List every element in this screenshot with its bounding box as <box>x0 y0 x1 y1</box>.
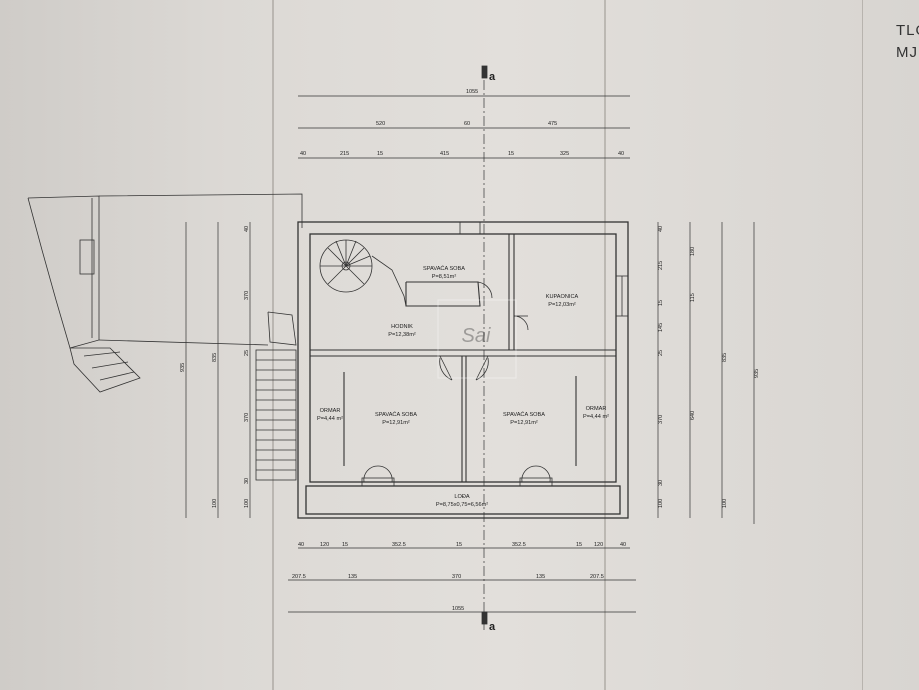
dim-left-part: 370 <box>244 413 250 422</box>
dim-top-3: 15 <box>377 151 383 157</box>
interior-walls <box>310 234 616 482</box>
dim-bottom-1: 352.5 <box>392 542 406 548</box>
dim-right-col4: 935 <box>754 369 760 378</box>
dim-bottom-1: 15 <box>576 542 582 548</box>
dim-right-part: 100 <box>658 499 664 508</box>
room-area: P=12,38m² <box>388 332 416 338</box>
dim-top-3: 325 <box>560 151 569 157</box>
dim-bottom-1: 352.5 <box>512 542 526 548</box>
section-label-top: a <box>489 71 496 83</box>
dim-top-2: 475 <box>548 121 557 127</box>
dim-top-3: 40 <box>300 151 306 157</box>
room-area: P=12,91m² <box>382 420 410 426</box>
room-name: HODNIK <box>391 324 413 330</box>
title-line-2: MJ <box>896 44 918 61</box>
room-area: P=12,03m² <box>548 302 576 308</box>
paper-fold <box>862 0 863 690</box>
dim-right-part: 215 <box>658 261 664 270</box>
dim-left-part: 100 <box>244 499 250 508</box>
windows <box>361 221 629 487</box>
doors <box>363 281 551 483</box>
room-name: ORMAR <box>586 406 607 412</box>
dim-right-part: 40 <box>658 226 664 232</box>
dim-bottom-1: 40 <box>298 542 304 548</box>
dim-right-col2: 180 <box>690 247 696 256</box>
dim-top-3: 415 <box>440 151 449 157</box>
dim-right-col2: 115 <box>690 293 696 302</box>
dim-top-3: 215 <box>340 151 349 157</box>
dim-left-part: 25 <box>244 350 250 356</box>
adjacent-building <box>27 193 303 393</box>
exterior-stair <box>255 349 297 481</box>
dim-top-2: 520 <box>376 121 385 127</box>
dim-top-3: 15 <box>508 151 514 157</box>
room-area: P=8,51m² <box>432 274 457 280</box>
dim-bottom-2: 370 <box>452 574 461 580</box>
dim-left-part: 30 <box>244 478 250 484</box>
section-label-bottom: a <box>489 621 496 633</box>
dim-right-part: 370 <box>658 415 664 424</box>
dim-bottom-1: 120 <box>594 542 603 548</box>
room-name: SPAVAĆA SOBA <box>375 411 417 418</box>
dim-bottom-2: 207.5 <box>292 574 306 580</box>
section-marker-top <box>481 65 488 79</box>
watermark-logo: Sai <box>437 299 517 379</box>
dim-bottom-2: 135 <box>536 574 545 580</box>
dim-top-total: 1055 <box>466 89 478 95</box>
dim-right-part: 145 <box>658 323 664 332</box>
dim-bottom-1: 40 <box>620 542 626 548</box>
dim-top-3: 40 <box>618 151 624 157</box>
dim-right-col2: 100 <box>722 499 728 508</box>
dim-left-outer: 935 <box>180 363 186 372</box>
watermark-text: Sai <box>462 325 491 347</box>
dim-right-col3: 835 <box>722 353 728 362</box>
room-name: ORMAR <box>320 408 341 414</box>
dim-left-part: 370 <box>244 291 250 300</box>
dim-left-aux: 100 <box>212 499 218 508</box>
room-name: SPAVAĆA SOBA <box>423 265 465 272</box>
dim-left-part: 40 <box>244 226 250 232</box>
dim-top-2: 60 <box>464 121 470 127</box>
dim-bottom-1: 15 <box>342 542 348 548</box>
title-line-1: TLO <box>896 22 919 39</box>
dim-bottom-2: 135 <box>348 574 357 580</box>
dim-left-mid: 835 <box>212 353 218 362</box>
dim-right-part: 25 <box>658 350 664 356</box>
room-area: P=12,91m² <box>510 420 538 426</box>
dim-bottom-1: 120 <box>320 542 329 548</box>
dim-right-part: 15 <box>658 300 664 306</box>
dim-right-part: 30 <box>658 480 664 486</box>
room-area: P=8,75x0,75=6,56m² <box>436 502 488 508</box>
room-name: LOĐA <box>454 494 470 500</box>
room-name: SPAVAĆA SOBA <box>503 411 545 418</box>
dimension-lines <box>185 95 755 613</box>
room-area: P=4,44 m² <box>583 414 609 420</box>
paper-fold <box>604 0 606 690</box>
dim-bottom-1: 15 <box>456 542 462 548</box>
dim-right-col2: 640 <box>690 411 696 420</box>
room-name: KUPAONICA <box>546 294 579 300</box>
section-marker-bottom <box>481 611 488 625</box>
spiral-staircase <box>319 239 407 307</box>
dim-bottom-2: 207.5 <box>590 574 604 580</box>
dim-bottom-total: 1055 <box>452 606 464 612</box>
room-area: P=4,44 m² <box>317 416 343 422</box>
paper-fold <box>272 0 274 690</box>
